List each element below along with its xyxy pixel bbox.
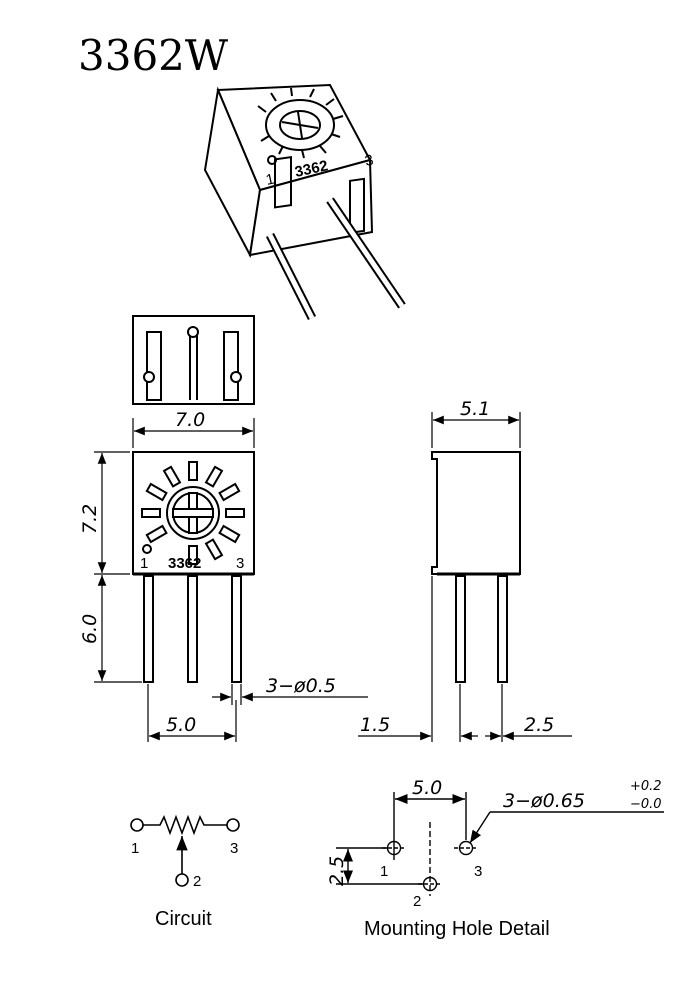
mount-pin1: 1 <box>380 863 388 880</box>
dim-depth: 5.1 <box>460 398 490 420</box>
side-dimension-lines <box>358 412 572 742</box>
dial-teeth <box>141 461 245 565</box>
circuit-pin2: 2 <box>193 873 201 890</box>
mount-tol-minus: −0.0 <box>630 797 662 812</box>
dim-body-offset: 1.5 <box>360 714 390 736</box>
dim-pin-diameter: 3−ø0.5 <box>266 675 336 697</box>
mount-pin2: 2 <box>413 893 421 910</box>
terminal-2 <box>175 873 189 887</box>
mounting-hole-detail <box>336 792 664 896</box>
circuit-caption: Circuit <box>155 908 212 930</box>
mount-tol-plus: +0.2 <box>630 779 662 794</box>
pin-3 <box>231 575 242 683</box>
isometric-view <box>203 83 406 321</box>
dim-width: 7.0 <box>175 409 205 431</box>
circuit-pin3: 3 <box>230 840 238 857</box>
terminal-1 <box>130 818 144 832</box>
part-title: 3362W <box>78 31 229 80</box>
front-pin1-label: 1 <box>140 555 148 572</box>
front-face <box>248 158 374 257</box>
mount-hole-diameter: 3−ø0.65 <box>503 790 585 812</box>
dim-pin-length: 6.0 <box>79 614 101 644</box>
mount-spacing: 5.0 <box>412 777 442 799</box>
pin-2 <box>187 575 198 683</box>
iso-marking: 3362 <box>293 157 329 181</box>
side-pin-front <box>455 575 466 683</box>
iso-pin1-label: 1 <box>264 171 276 189</box>
circuit-schematic <box>130 814 240 887</box>
dim-height: 7.2 <box>79 504 101 534</box>
iso-dial-ring <box>265 99 335 151</box>
front-pin3-label: 3 <box>236 555 244 572</box>
front-dimension-lines <box>94 418 368 742</box>
resistor-symbol <box>143 814 227 836</box>
iso-pin3-label: 3 <box>363 152 375 170</box>
side-view <box>431 451 521 683</box>
back-view <box>132 315 255 405</box>
front-view <box>132 451 255 683</box>
pin-1 <box>143 575 154 683</box>
mounting-caption: Mounting Hole Detail <box>364 918 550 940</box>
dim-pin-offset: 2.5 <box>524 714 554 736</box>
terminal-3 <box>226 818 240 832</box>
dim-pin-spacing: 5.0 <box>166 714 196 736</box>
front-marking: 3362 <box>168 555 201 572</box>
dial-outer <box>166 486 220 540</box>
mount-pin3: 3 <box>474 863 482 880</box>
mount-row-offset: 2.5 <box>326 856 348 886</box>
iso-dial-inner <box>279 110 321 140</box>
side-pin-back <box>497 575 508 683</box>
circuit-pin1: 1 <box>131 840 139 857</box>
